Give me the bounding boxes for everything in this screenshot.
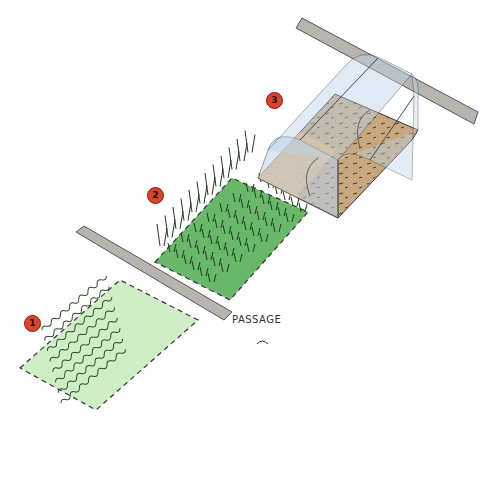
callout-number: 3 bbox=[266, 92, 283, 109]
passage-label: PASSAGE bbox=[232, 314, 281, 325]
plot-1 bbox=[20, 280, 198, 410]
callout-number: 2 bbox=[147, 187, 164, 204]
plot-2 bbox=[155, 178, 308, 300]
callout-number: 1 bbox=[24, 315, 41, 332]
